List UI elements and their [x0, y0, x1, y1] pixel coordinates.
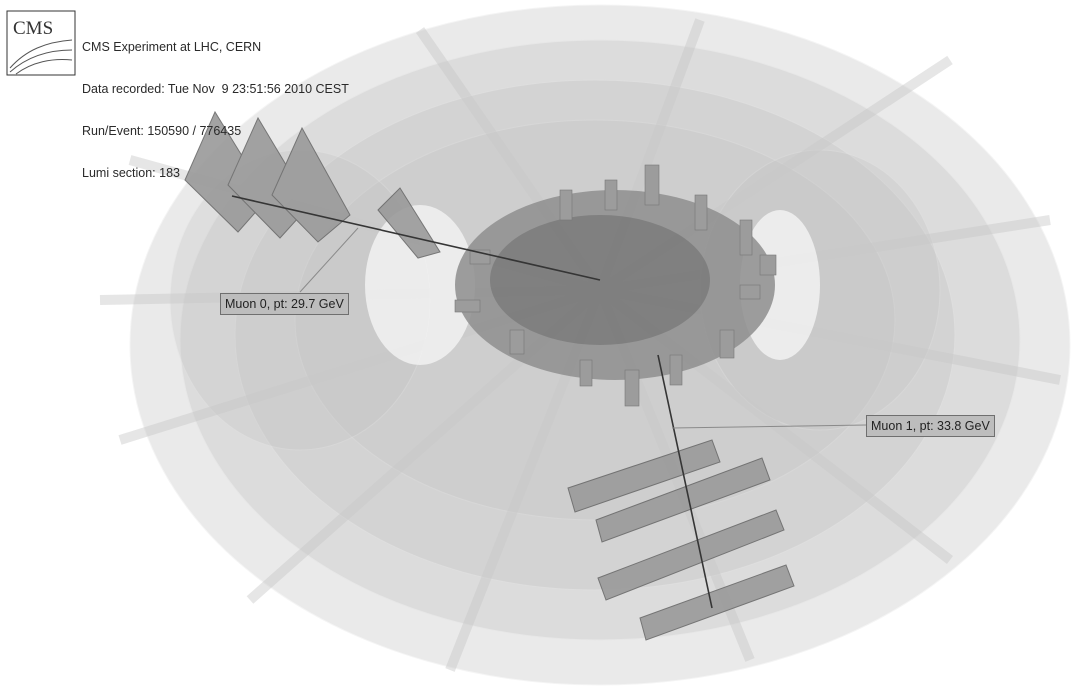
- muon-chambers: [184, 110, 795, 641]
- cms-logo-text: CMS: [13, 18, 53, 39]
- muon-0-track: [231, 195, 601, 281]
- data-recorded-line: Data recorded: Tue Nov 9 23:51:56 2010 C…: [82, 82, 349, 96]
- lumi-section-line: Lumi section: 183: [82, 166, 180, 180]
- event-info: CMS Experiment at LHC, CERN Data recorde…: [82, 12, 349, 194]
- experiment-line: CMS Experiment at LHC, CERN: [82, 40, 262, 54]
- muon-tracks: [231, 195, 713, 609]
- calorimeter-deposits: [454, 164, 777, 407]
- run-event-line: Run/Event: 150590 / 776435: [82, 124, 242, 138]
- muon-0-label: Muon 0, pt: 29.7 GeV: [220, 293, 349, 315]
- label-leaders: [299, 227, 867, 429]
- cms-logo: CMS: [6, 10, 76, 76]
- muon-1-label: Muon 1, pt: 33.8 GeV: [866, 415, 995, 437]
- muon-1-track: [657, 354, 713, 609]
